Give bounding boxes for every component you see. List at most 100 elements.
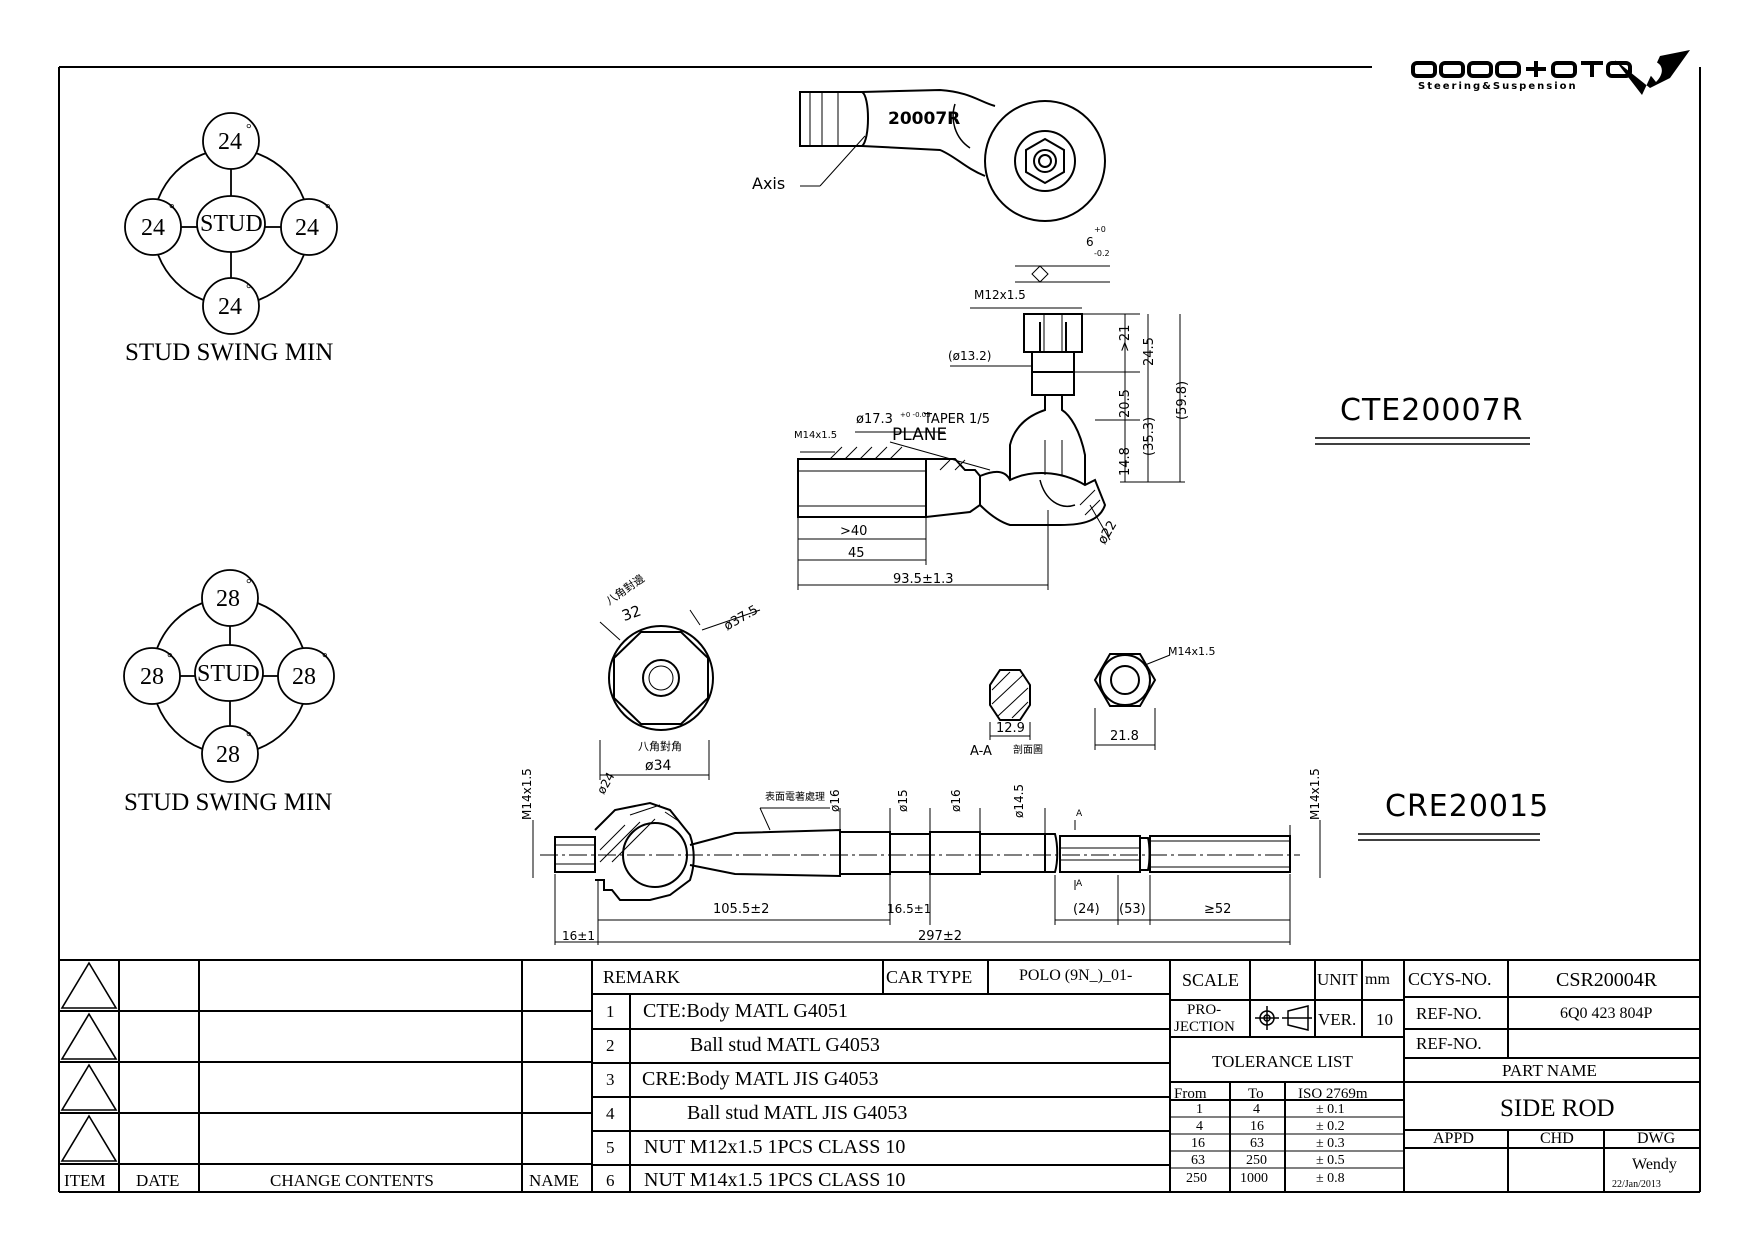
ver-label: VER.: [1318, 1010, 1357, 1029]
plating-label-cn: 表面電著處理: [765, 792, 825, 803]
ver-value: 10: [1376, 1010, 1393, 1029]
part-title-cre: CRE20015: [1385, 789, 1550, 824]
dim-hex-tol-lower: -0.2: [1094, 249, 1110, 258]
rack-end-hatching: [599, 804, 681, 863]
tol-row-4-iso: ± 0.5: [1316, 1153, 1345, 1168]
remark-no-1: 1: [606, 1002, 615, 1021]
tol-row-2-from: 4: [1196, 1119, 1203, 1134]
dim-stud-dia: (ø13.2): [948, 349, 992, 363]
section-label: A-A: [970, 744, 992, 759]
swing-1-top: 24: [218, 129, 242, 155]
swing-2-top: 28: [216, 586, 240, 612]
swing-2-right-deg: °: [322, 651, 328, 666]
rack-end-nut-view: [1093, 653, 1171, 750]
swing-2-center: STUD: [197, 661, 260, 687]
dim-nut-thread: M12x1.5: [974, 288, 1026, 302]
swing-1-right: 24: [295, 215, 319, 241]
dim-16-1: 16±1: [562, 929, 595, 943]
remark-no-5: 5: [606, 1138, 615, 1157]
brand-tagline: Steering&Suspension: [1418, 81, 1578, 92]
rev-header-name: NAME: [529, 1171, 580, 1190]
dia-15: ø15: [896, 789, 910, 812]
remark-no-4: 4: [606, 1104, 615, 1123]
rack-end-dimension-lines: [532, 807, 1321, 945]
dim-taper-tol: +0 -0.05: [900, 411, 931, 419]
ref-no-value: 6Q0 423 804P: [1560, 1005, 1653, 1022]
swing-2-right: 28: [292, 664, 316, 690]
dim-20-5: 20.5: [1118, 389, 1133, 418]
dim-24: (24): [1073, 902, 1100, 917]
swing-1-right-deg: °: [325, 202, 331, 217]
dia-14-5: ø14.5: [1012, 783, 1026, 818]
tolerance-title: TOLERANCE LIST: [1212, 1052, 1353, 1071]
remark-text-6: NUT M14x1.5 1PCS CLASS 10: [644, 1169, 906, 1191]
dim-hex: 6: [1086, 235, 1094, 249]
part-title-underlines: [1315, 437, 1540, 841]
dim-body-thread: M14x1.5: [794, 430, 838, 441]
chd-label: CHD: [1540, 1130, 1574, 1147]
drawn-by: Wendy: [1632, 1156, 1677, 1173]
right-thread: M14x1.5: [1308, 768, 1322, 820]
rack-end-hex-view: [599, 609, 761, 780]
swing-2-left-deg: °: [167, 651, 173, 666]
corner-dia: ø34: [645, 758, 672, 774]
dia-16-b: ø16: [949, 789, 963, 812]
tol-row-2-iso: ± 0.2: [1316, 1119, 1345, 1134]
dim-14-8: 14.8: [1118, 447, 1133, 476]
tol-row-5-iso: ± 0.8: [1316, 1171, 1345, 1186]
axis-label: Axis: [752, 174, 786, 193]
car-type-value: POLO (9N_)_01-: [1019, 967, 1133, 984]
appd-label: APPD: [1433, 1130, 1474, 1147]
rack-end-side-view: [554, 801, 1291, 901]
stud-swing-diagram-1: [124, 112, 338, 335]
brand-logo: [1411, 50, 1690, 95]
dim-35-3: (35.3): [1142, 416, 1157, 456]
dim-105-5: 105.5±2: [713, 902, 770, 917]
projection-label-2: JECTION: [1174, 1019, 1235, 1035]
remark-no-6: 6: [606, 1171, 615, 1190]
projection-label-1: PRO-: [1187, 1002, 1222, 1018]
rev-header-change: CHANGE CONTENTS: [270, 1171, 434, 1190]
bottom-table-grid: [59, 959, 1700, 1192]
tol-row-1-from: 1: [1196, 1102, 1203, 1117]
dim-16-5: 16.5±1: [887, 902, 932, 916]
unit-label: UNIT: [1317, 970, 1358, 989]
swing-1-bottom-deg: °: [246, 282, 252, 297]
dia-16-a: ø16: [828, 789, 842, 812]
section-width: 12.9: [996, 721, 1025, 736]
tol-row-3-from: 16: [1191, 1136, 1205, 1151]
swing-1-bottom: 24: [218, 294, 242, 320]
tol-row-5-from: 250: [1186, 1171, 1207, 1186]
remark-text-1: CTE:Body MATL G4051: [643, 1000, 848, 1022]
dim-59-8: (59.8): [1175, 380, 1190, 420]
cte-dimension-lines: [797, 265, 1185, 590]
ref-no2-label: REF-NO.: [1416, 1034, 1482, 1053]
dim-297: 297±2: [918, 929, 962, 944]
tol-row-2-to: 16: [1250, 1119, 1264, 1134]
cte-hatching: [829, 446, 1101, 516]
tol-header-to: To: [1248, 1086, 1264, 1102]
drawing-date: 22/Jan/2013: [1612, 1179, 1661, 1190]
remark-header: REMARK: [603, 967, 681, 987]
revision-triangles: [60, 961, 118, 1162]
part-title-cte: CTE20007R: [1340, 393, 1524, 428]
swing-2-bottom-deg: °: [246, 730, 252, 745]
section-mark-a-bottom: A: [1076, 879, 1083, 889]
nut-width: 21.8: [1110, 729, 1139, 744]
tol-row-3-iso: ± 0.3: [1316, 1136, 1345, 1151]
hex-corner-label-cn: 八角對角: [638, 740, 682, 753]
dim-40: >40: [840, 524, 868, 539]
swing-2-top-deg: °: [246, 577, 252, 592]
swing-1-caption: STUD SWING MIN: [125, 339, 334, 366]
car-type-label: CAR TYPE: [886, 967, 973, 987]
part-mark: 20007R: [888, 109, 961, 129]
scale-label: SCALE: [1182, 970, 1240, 990]
ccys-no-label: CCYS-NO.: [1408, 969, 1492, 989]
nut-thread: M14x1.5: [1168, 645, 1216, 658]
remark-no-2: 2: [606, 1036, 615, 1055]
left-thread: M14x1.5: [520, 768, 534, 820]
swing-1-center: STUD: [200, 211, 263, 237]
ref-no-label: REF-NO.: [1416, 1004, 1482, 1023]
ccys-no-value: CSR20004R: [1556, 969, 1658, 991]
